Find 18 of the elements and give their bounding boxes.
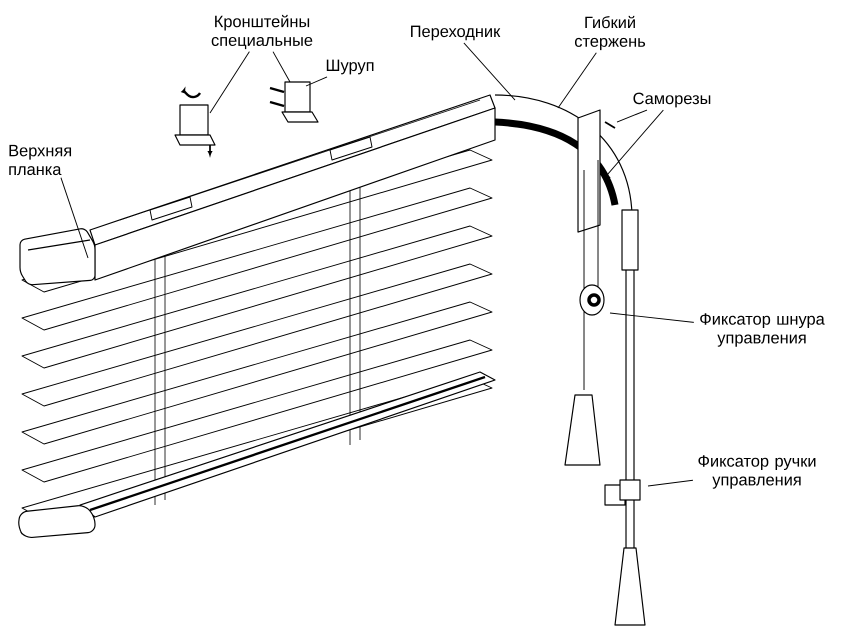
leader-line bbox=[60, 177, 88, 258]
leader-line bbox=[306, 76, 328, 86]
callout-label: Фиксатор ручки управления bbox=[698, 455, 816, 489]
callout-label: Фиксатор шнура управления bbox=[700, 313, 825, 347]
leader-line bbox=[272, 51, 290, 82]
leader-line bbox=[606, 110, 664, 176]
leader-line bbox=[463, 42, 516, 100]
leader-line bbox=[616, 110, 648, 122]
callout-label: Верхняя планка bbox=[9, 144, 72, 176]
callout-label: Шуруп bbox=[326, 60, 374, 74]
callout-label: Переходник bbox=[411, 26, 500, 40]
leader-line bbox=[210, 51, 250, 114]
leader-line bbox=[610, 312, 694, 323]
callout-label: Саморезы bbox=[633, 92, 710, 108]
leader-line bbox=[558, 52, 597, 108]
leader-line bbox=[648, 480, 694, 486]
callout-label: Кронштейны специальные bbox=[212, 14, 312, 50]
callout-label: Гибкий стержень bbox=[574, 16, 646, 50]
